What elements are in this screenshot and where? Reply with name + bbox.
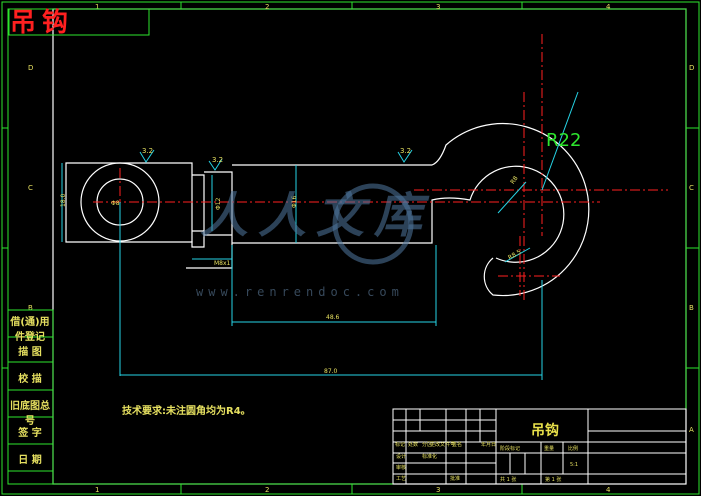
tb-info-stage: 阶段标记 xyxy=(500,445,520,452)
tb-header-change: 更改文件号 xyxy=(430,441,455,448)
zone-row-d-left: D xyxy=(28,64,33,72)
dim-small-r1: R8 xyxy=(509,175,519,186)
zone-row-d-right: D xyxy=(689,64,694,72)
title-box-frame xyxy=(8,8,150,36)
radius-label: R22 xyxy=(546,130,581,151)
zone-row-a-right: A xyxy=(689,426,694,434)
page-title: 吊钩 xyxy=(10,8,75,38)
tb-header-zone: 分区 xyxy=(422,441,432,448)
tb-role-design: 设计 xyxy=(396,453,406,460)
watermark-url: www.renrendoc.com xyxy=(196,285,404,299)
zone-col-2-top: 2 xyxy=(265,3,269,11)
zone-row-c-right: C xyxy=(689,184,694,192)
title-block-lines xyxy=(392,408,687,485)
zone-col-3-bottom: 3 xyxy=(436,486,440,494)
roughness-1: 3.2 xyxy=(142,147,153,155)
roughness-2: 3.2 xyxy=(212,156,223,164)
zone-col-1-top: 1 xyxy=(95,3,99,11)
zone-col-2-bottom: 2 xyxy=(265,486,269,494)
zone-col-1-bottom: 1 xyxy=(95,486,99,494)
tb-role-standard: 标准化 xyxy=(422,453,437,460)
tb-scale-value: 5:1 xyxy=(570,462,578,468)
side-item-signature: 签 字 xyxy=(18,428,42,439)
side-table-lines xyxy=(7,309,54,485)
zone-col-4-bottom: 4 xyxy=(606,486,611,494)
dimension-lines xyxy=(61,91,579,380)
tb-role-approve: 批准 xyxy=(450,475,460,482)
watermark-text: 人人文库 xyxy=(200,188,433,244)
tb-header-sign: 签名 xyxy=(452,441,462,448)
tb-header-mark: 标记 xyxy=(395,441,405,448)
side-item-borrowed: 借(通)用件登记 xyxy=(10,317,50,343)
tb-header-date: 年月日 xyxy=(481,441,496,448)
frame-margin xyxy=(7,8,687,485)
zone-row-b-left: B xyxy=(28,304,33,312)
side-item-proof: 校 描 xyxy=(18,374,42,385)
zone-row-c-left: C xyxy=(28,184,33,192)
tb-sheet-no: 第 1 张 xyxy=(545,476,561,483)
roughness-3: 3.2 xyxy=(400,147,411,155)
roughness-symbols xyxy=(139,149,413,171)
dim-dia-mid: Φ12 xyxy=(215,197,222,210)
zone-col-3-top: 3 xyxy=(436,3,440,11)
tb-sheet-total: 共 1 张 xyxy=(500,476,516,483)
side-item-date: 日 期 xyxy=(18,455,42,466)
dim-len-total: 87.0 xyxy=(324,368,338,375)
dim-len-shank: 48.6 xyxy=(326,314,340,321)
tb-role-process: 工艺 xyxy=(396,476,406,482)
tb-info-scale: 比例 xyxy=(568,445,578,452)
dim-dia-left: Φ8 xyxy=(111,200,120,207)
tb-role-review: 审核 xyxy=(396,464,406,471)
dim-dia-shank: Φ16 xyxy=(291,195,298,208)
side-item-old-number: 旧底图总号 xyxy=(10,401,50,427)
side-item-trace: 描 图 xyxy=(18,347,42,358)
tb-info-weight: 重量 xyxy=(544,445,554,452)
watermark-logo xyxy=(332,183,414,265)
dim-thread: M8x1 xyxy=(214,260,231,267)
dim-height-left: 18.0 xyxy=(60,193,67,207)
tb-header-count: 处数 xyxy=(408,441,418,448)
zone-row-b-right: B xyxy=(689,304,694,312)
part-name: 吊钩 xyxy=(531,423,559,439)
zone-col-4-top: 4 xyxy=(606,3,611,11)
technical-requirement-note: 技术要求:未注圆角均为R4。 xyxy=(122,406,251,417)
